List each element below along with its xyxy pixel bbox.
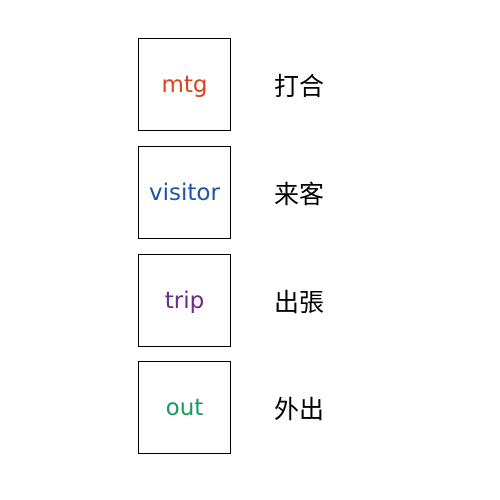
legend-row-out: out 外出 <box>138 361 398 457</box>
label-visitor: 来客 <box>274 179 325 209</box>
label-mtg: 打合 <box>274 71 325 101</box>
code-box-mtg: mtg <box>138 38 231 131</box>
legend-row-trip: trip 出張 <box>138 254 398 350</box>
label-out: 外出 <box>274 394 325 424</box>
legend-row-mtg: mtg 打合 <box>138 38 398 134</box>
label-trip: 出張 <box>274 287 325 317</box>
legend-row-visitor: visitor 来客 <box>138 146 398 242</box>
code-box-trip: trip <box>138 254 231 347</box>
code-box-visitor: visitor <box>138 146 231 239</box>
code-box-out: out <box>138 361 231 454</box>
